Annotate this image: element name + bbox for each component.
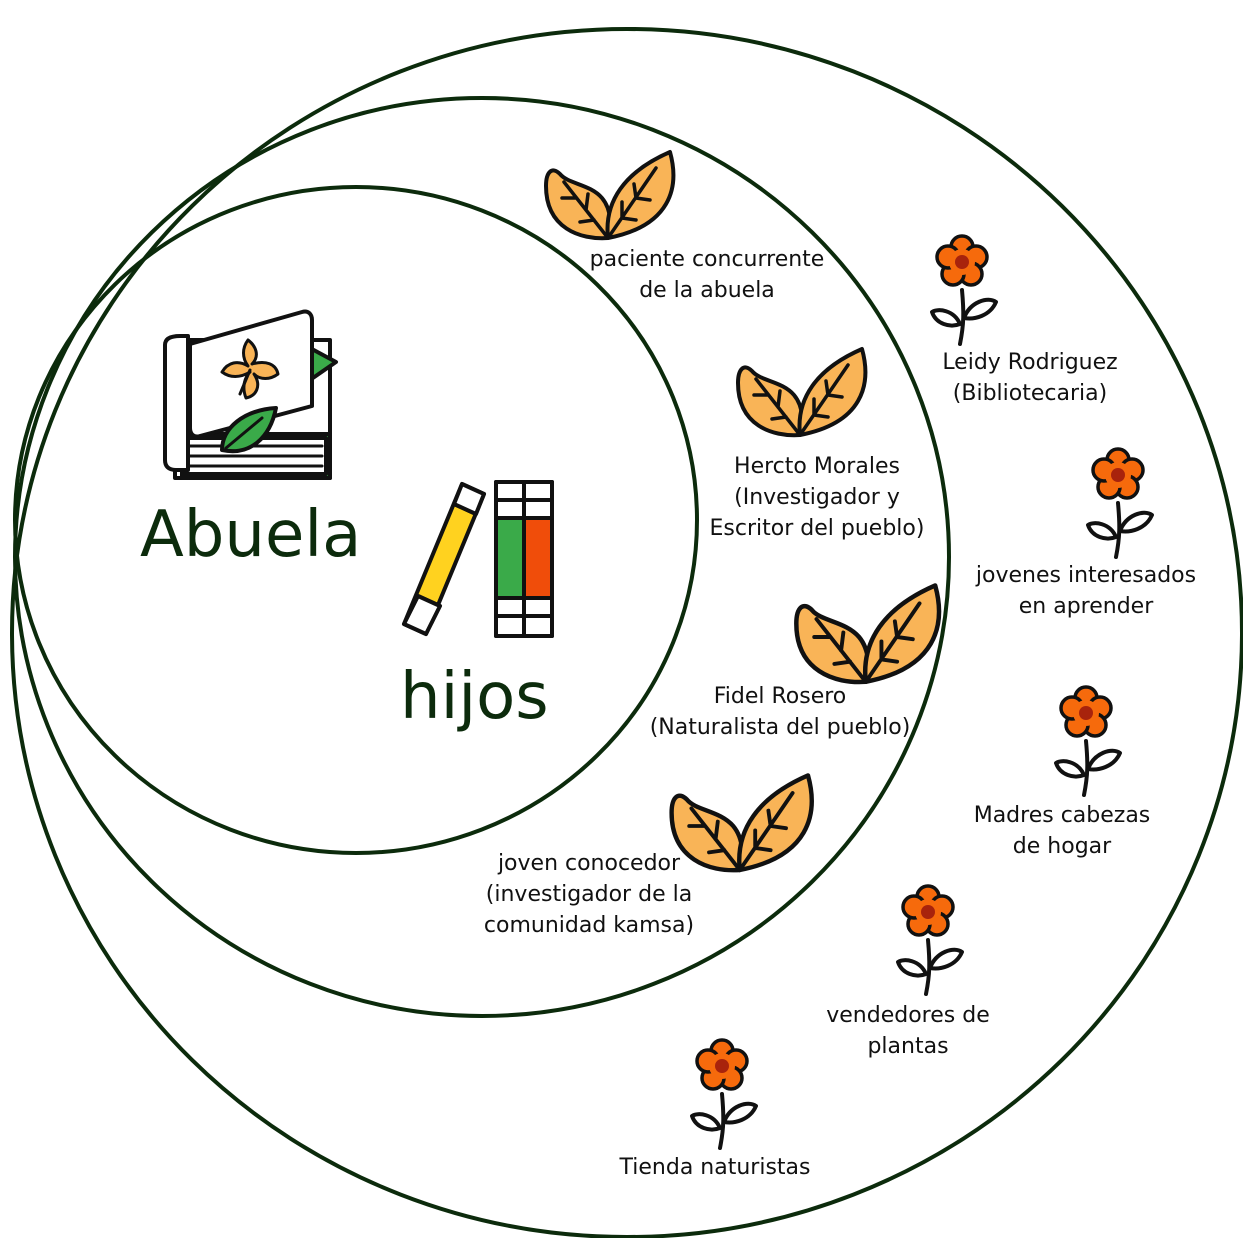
flower-icon	[1054, 685, 1122, 797]
middle-ring	[13, 96, 951, 1018]
hijos-label: hijos	[400, 660, 549, 734]
middle-ring-label: Hercto Morales (Investigador y Escritor …	[709, 454, 925, 541]
outer-ring-label: jovenes interesados en aprender	[975, 563, 1197, 619]
middle-ring-label: Fidel Rosero (Naturalista del pueblo)	[649, 684, 911, 740]
middle-ring-label: joven conocedor (investigador de la comu…	[483, 851, 695, 938]
flower-icon	[930, 234, 998, 346]
leaves-icon	[796, 585, 939, 682]
outer-ring-label: Tienda naturistas	[619, 1155, 811, 1180]
flower-icon	[896, 884, 964, 996]
abuela-label: Abuela	[140, 498, 362, 572]
outer-ring-label: vendedores de plantas	[826, 1003, 990, 1059]
outer-ring-label: Leidy Rodriguez (Bibliotecaria)	[942, 350, 1118, 406]
outer-ring	[10, 27, 1243, 1238]
leaves-icon	[736, 347, 868, 438]
books-icon	[402, 480, 554, 638]
herb-book-icon	[163, 309, 338, 480]
inner-ring	[13, 185, 699, 855]
outer-ring-label: Madres cabezas de hogar	[973, 803, 1151, 859]
middle-ring-label: paciente concurrente de la abuela	[589, 247, 825, 303]
leaves-icon	[544, 150, 676, 241]
flower-icon	[1086, 447, 1154, 559]
flower-icon	[690, 1038, 758, 1150]
